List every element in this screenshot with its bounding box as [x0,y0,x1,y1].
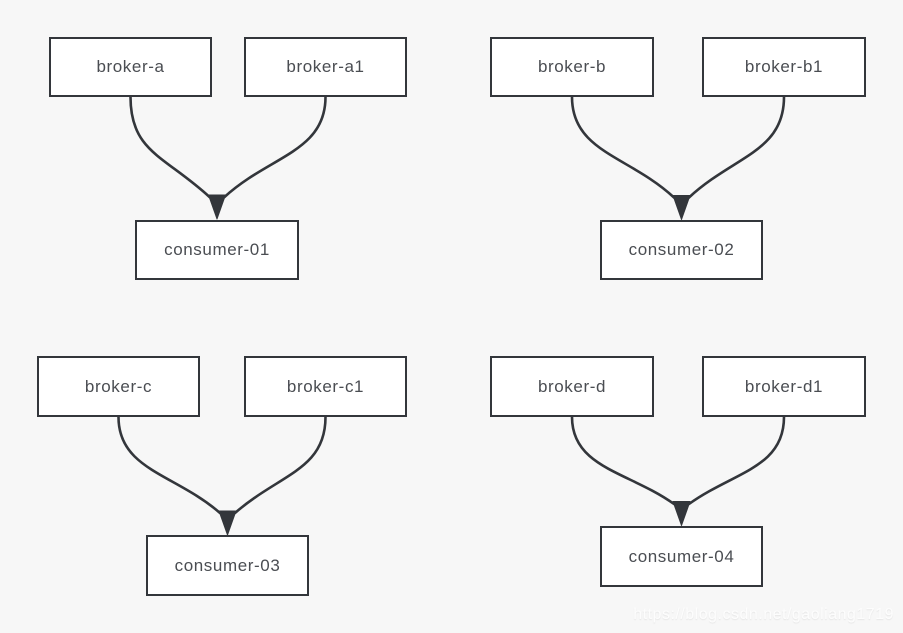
node-consumer-02: consumer-02 [600,220,763,280]
node-consumer-02-label: consumer-02 [628,240,735,259]
watermark-text: https://blog.csdn.net/gaoliang1719 [633,606,894,623]
node-broker-d: broker-d [490,356,654,417]
node-broker-a1-label: broker-a1 [286,57,365,76]
node-broker-c-label: broker-c [84,376,153,396]
arrowhead-consumer-03 [218,510,237,536]
node-consumer-01: consumer-01 [135,220,299,280]
arrowhead-consumer-04 [672,501,691,526]
node-broker-a-label: broker-a [96,57,165,76]
node-consumer-04: consumer-04 [600,526,763,587]
edge-broker-c-to-consumer-03 [117,415,222,515]
node-broker-b1: broker-b1 [702,37,866,97]
edge-broker-b-to-consumer-02 [570,95,676,199]
node-consumer-01-label: consumer-01 [164,240,270,259]
node-broker-a1: broker-a1 [244,37,407,97]
edge-broker-d1-to-consumer-04 [687,415,786,506]
node-broker-d1-label: broker-d1 [744,376,824,396]
edge-broker-a1-to-consumer-01 [223,95,327,199]
node-broker-b1-label: broker-b1 [744,57,824,76]
node-broker-d-label: broker-d [537,376,607,396]
node-broker-c1: broker-c1 [244,356,407,417]
node-broker-c: broker-c [37,356,200,417]
node-broker-d1: broker-d1 [702,356,866,417]
node-broker-c1-label: broker-c1 [286,376,365,396]
node-broker-b-label: broker-b [537,57,607,76]
edge-broker-d-to-consumer-04 [570,415,676,506]
arrowhead-consumer-02 [672,195,691,220]
node-consumer-03: consumer-03 [146,535,309,596]
arrowhead-consumer-01 [208,194,226,220]
edge-broker-b1-to-consumer-02 [687,95,786,199]
node-broker-a: broker-a [49,37,212,97]
node-consumer-03-label: consumer-03 [174,555,281,575]
node-broker-b: broker-b [490,37,654,97]
node-consumer-04-label: consumer-04 [628,546,735,566]
edge-broker-a-to-consumer-01 [129,95,211,199]
edge-broker-c1-to-consumer-03 [233,415,327,515]
